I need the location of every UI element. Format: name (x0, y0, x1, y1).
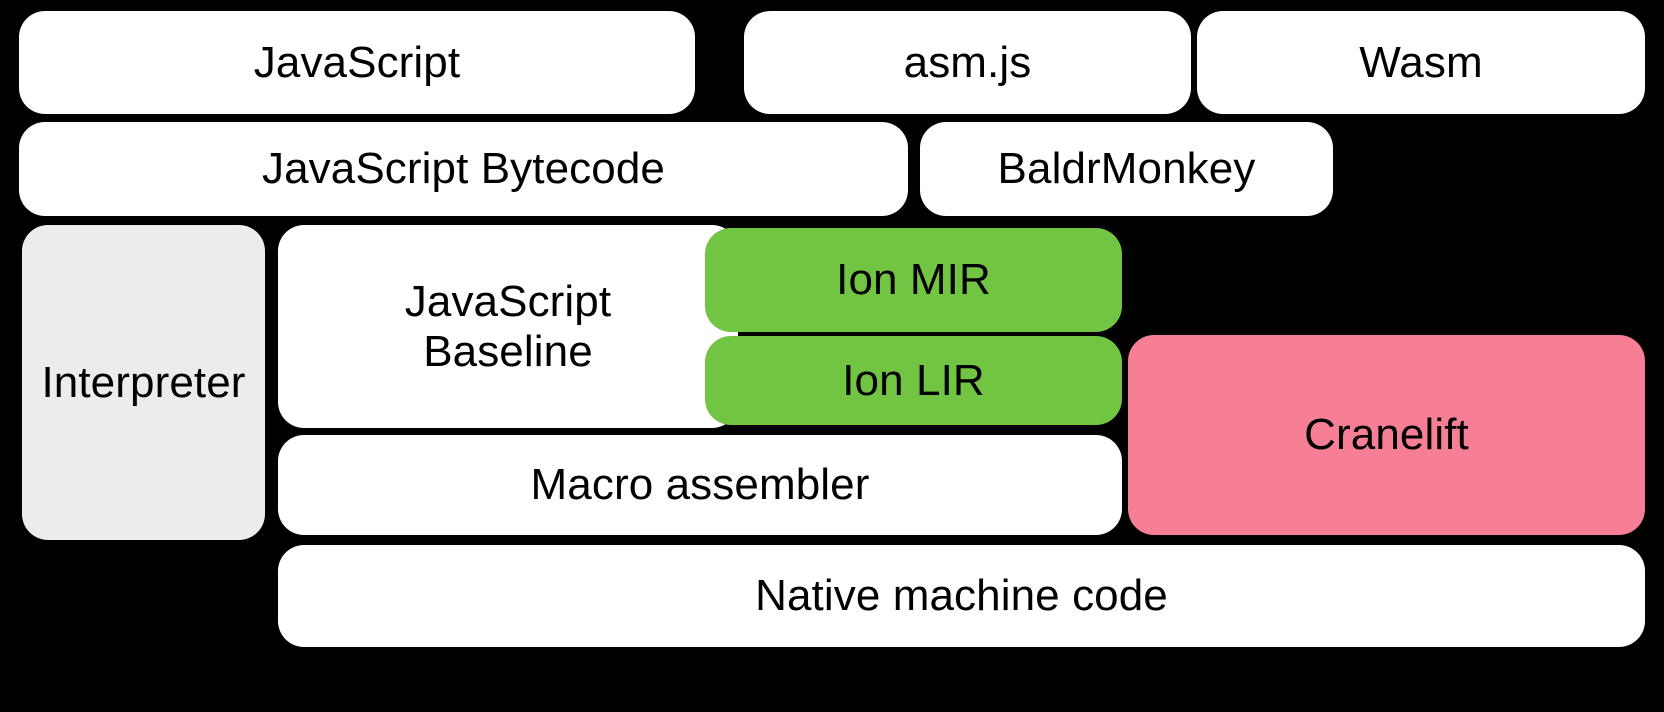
node-baldrmonkey: BaldrMonkey (920, 122, 1333, 216)
node-ion-lir: Ion LIR (705, 336, 1122, 425)
node-cranelift: Cranelift (1128, 335, 1645, 535)
node-asmjs: asm.js (744, 11, 1191, 114)
node-interpreter: Interpreter (22, 225, 265, 540)
node-native-machine-code: Native machine code (278, 545, 1645, 647)
node-javascript-bytecode: JavaScript Bytecode (19, 122, 908, 216)
node-macro-assembler: Macro assembler (278, 435, 1122, 535)
node-javascript-baseline: JavaScript Baseline (278, 225, 738, 428)
node-wasm: Wasm (1197, 11, 1645, 114)
node-javascript: JavaScript (19, 11, 695, 114)
node-ion-mir: Ion MIR (705, 228, 1122, 332)
